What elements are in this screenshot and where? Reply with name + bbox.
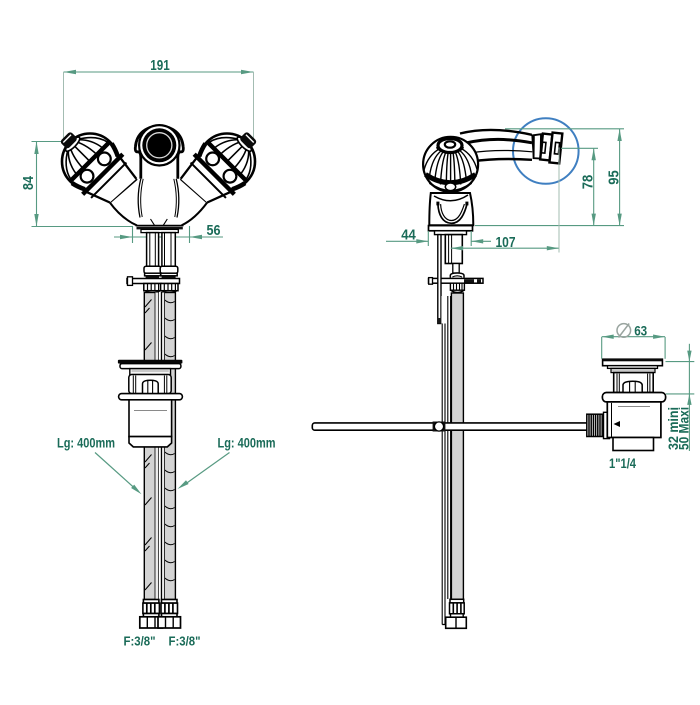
svg-text:F:3/8": F:3/8" — [169, 634, 201, 649]
svg-text:Lg: 400mm: Lg: 400mm — [218, 435, 276, 451]
svg-text:Lg: 400mm: Lg: 400mm — [57, 435, 115, 451]
svg-text:F:3/8": F:3/8" — [124, 634, 156, 649]
svg-text:107: 107 — [496, 234, 516, 251]
svg-text:56: 56 — [207, 222, 221, 239]
svg-text:78: 78 — [580, 175, 597, 190]
svg-text:84: 84 — [20, 175, 37, 190]
svg-text:191: 191 — [150, 57, 170, 74]
svg-text:32 mini: 32 mini — [666, 407, 681, 450]
svg-text:44: 44 — [401, 227, 416, 244]
svg-text:63: 63 — [634, 324, 647, 339]
svg-text:1"1/4: 1"1/4 — [609, 455, 636, 471]
svg-text:50 Maxi: 50 Maxi — [677, 407, 692, 450]
svg-text:95: 95 — [606, 170, 623, 185]
